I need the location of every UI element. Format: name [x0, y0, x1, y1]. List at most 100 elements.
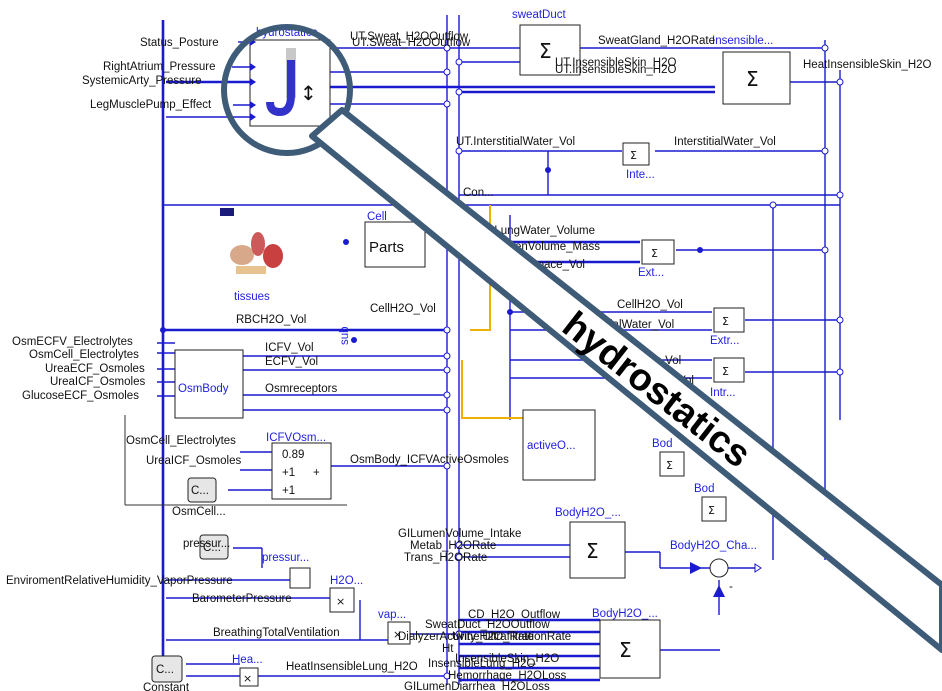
body-h2o-change-block[interactable]: BodyH2O_Cha... - — [670, 540, 762, 597]
active-osmoles-block[interactable]: activeO... — [522, 409, 596, 481]
extr-label: Extr... — [710, 335, 739, 347]
osm-body-block[interactable]: OsmBody — [174, 349, 244, 419]
filled-dots — [160, 167, 703, 343]
plus-sign: + — [313, 467, 320, 479]
updown-arrow-icon: ↕ — [300, 81, 317, 105]
interstitial-label: InterstitialWater_Vol — [674, 136, 776, 148]
sweat-duct-outflow-label: SweatDuct_H2OOutflow — [425, 619, 550, 631]
osmreceptors-label: Osmreceptors — [265, 383, 337, 395]
pressur-label: pressur... — [262, 552, 309, 564]
bod-label-1: Bod — [652, 438, 672, 450]
sweat-duct-block[interactable]: Σ sweatDuct — [512, 9, 581, 76]
ut-interstitial-label: UT.InterstitialWater_Vol — [456, 136, 575, 148]
rbch2o-label: RBCH2O_Vol — [236, 314, 306, 326]
sigma-icon: Σ — [708, 504, 715, 517]
bod-label-2: Bod — [694, 483, 714, 495]
h2o-block[interactable]: × H2O... — [329, 575, 363, 613]
ht-label: Ht — [442, 643, 454, 655]
ut-insens-label-1: UT.InsensibleSkin_H2O — [555, 57, 677, 69]
urea-icf-label: UreaICF_Osmoles — [50, 376, 145, 388]
ut-insens-label-2: UT.InsensibleSkin_H2O — [555, 64, 677, 76]
icfv-active-label: OsmBody_ICFVActiveOsmoles — [350, 454, 509, 466]
intr-sum-block[interactable]: Σ Intr... — [710, 357, 745, 399]
ut-sweat-label-2: UT.Sweat_H2OOutflow — [352, 37, 471, 49]
cd-h2o-label: CD_H2O_Outflow — [468, 609, 561, 621]
vap-block[interactable]: × vap... — [378, 609, 411, 645]
h2o-label: H2O... — [330, 575, 363, 587]
icfv-osm-block[interactable]: ICFVOsm... 0.89 +1 +1 + — [266, 432, 332, 500]
ext-label: Ext... — [638, 267, 664, 279]
insens-skin-label: InsensibleSkin_H2O — [455, 653, 559, 665]
barometer-label: BarometerPressure — [192, 593, 292, 605]
trans-label: Trans_H2ORate — [404, 552, 487, 564]
hemorrhage-label: Hemorrhage_H2OLoss — [448, 670, 567, 682]
insens-lung-label: InsensibleLung_H2O — [428, 658, 535, 670]
osm-body-label: OsmBody — [178, 383, 229, 395]
ial-water-label: ialWater_Vol — [610, 319, 674, 331]
cell-parts-block[interactable]: Parts Cell — [364, 211, 426, 268]
status-posture-label: Status_Posture — [140, 37, 219, 49]
body-h2o-bottom-label: BodyH2O_... — [592, 608, 658, 620]
heat-insens-skin-label: HeatInsensibleSkin_H2O — [803, 59, 932, 71]
c-glyph: C... — [156, 664, 174, 676]
dialyzer-label: DialyzerActivity_UltrafiltrationRate — [398, 631, 571, 643]
osm-ecfv-label: OsmECFV_Electrolytes — [12, 336, 133, 348]
leg-muscle-label: LegMusclePump_Effect — [90, 99, 212, 111]
product-icon: × — [393, 628, 402, 641]
sigma-icon: Σ — [630, 149, 637, 162]
coefficient-plus1-a: +1 — [282, 467, 295, 479]
body-h2o-sum-block[interactable]: Σ BodyH2O_... — [555, 507, 626, 579]
insensible-label: Insensible... — [712, 35, 773, 47]
cell-h2o-vol-label: CellH2O_Vol — [370, 303, 436, 315]
body-h2o-bottom-block[interactable]: Σ BodyH2O_... — [592, 608, 661, 679]
ut-sweat-label-1: UT.Sweat_H2OOutflow — [350, 31, 469, 43]
gen-volume-label: enVolume_Mass — [515, 241, 600, 253]
inte-label: Inte... — [626, 169, 655, 181]
hydrostatics-block[interactable]: ↕ hydrostatics — [249, 27, 331, 127]
tissues-block[interactable]: tissues — [220, 208, 283, 303]
con-label: Con... — [463, 187, 494, 199]
ecfv-vol-label: ECFV_Vol — [265, 356, 318, 368]
sigma-icon: Σ — [651, 247, 658, 260]
sigma-icon: Σ — [746, 67, 759, 91]
cell-label: Cell — [367, 211, 387, 223]
osm-cell-3-label: OsmCell... — [172, 506, 226, 518]
sigma-icon: Σ — [586, 539, 599, 563]
constant-block-bottom[interactable]: C... — [151, 655, 183, 683]
bod-block-1[interactable]: Σ Bod — [652, 438, 685, 477]
body-h2o-change-label: BodyH2O_Cha... — [670, 540, 757, 552]
systemic-arty-label: SystemicArty_Pressure — [82, 75, 202, 87]
vap-label: vap... — [378, 609, 406, 621]
constant-block-osm[interactable]: C... — [187, 477, 217, 503]
tissues-label: tissues — [234, 291, 270, 303]
minus-sign: - — [729, 581, 733, 593]
body-h2o-top-label: BodyH2O_... — [555, 507, 621, 519]
product-icon: × — [336, 595, 345, 608]
sigma-icon: Σ — [722, 365, 729, 378]
active-label: activeO... — [527, 440, 576, 452]
pressure-diff-block[interactable]: pressur... — [262, 552, 311, 589]
bod-block-2[interactable]: Σ Bod — [694, 483, 727, 522]
extr-sum-block[interactable]: Σ Extr... — [710, 307, 745, 347]
cellh2o-label: CellH2O_Vol — [617, 299, 683, 311]
sigma-icon: Σ — [539, 39, 552, 63]
sigma-icon: Σ — [666, 459, 673, 472]
hea-block[interactable]: × Hea... — [232, 654, 263, 687]
glucose-ecf-label: GlucoseECF_Osmoles — [22, 390, 139, 402]
ext-sum-block[interactable]: Σ Ext... — [638, 239, 675, 279]
constant-block-pressure[interactable]: C... — [199, 534, 229, 560]
gi-lumen-label: GILumenVolume_Intake — [398, 528, 521, 540]
hea-label: Hea... — [232, 654, 263, 666]
sweatgland-label: SweatGland_H2ORate — [598, 35, 715, 47]
osm-cell-2-label: OsmCell_Electrolytes — [126, 435, 236, 447]
signal-labels: Status_Posture RightAtrium_Pressure Syst… — [6, 31, 932, 691]
insensible-block[interactable]: Σ Insensible... — [712, 35, 791, 105]
sigma-icon: Σ — [722, 315, 729, 328]
urine-label: UrineH2O_Rate — [452, 631, 534, 643]
product-icon: × — [243, 672, 252, 685]
inte-sum-block[interactable]: Σ Inte... — [622, 142, 655, 181]
parts-label: Parts — [369, 239, 404, 256]
env-humidity-label: EnviromentRelativeHumidity_VaporPressure — [6, 575, 233, 587]
sub-label: sub — [339, 326, 351, 345]
